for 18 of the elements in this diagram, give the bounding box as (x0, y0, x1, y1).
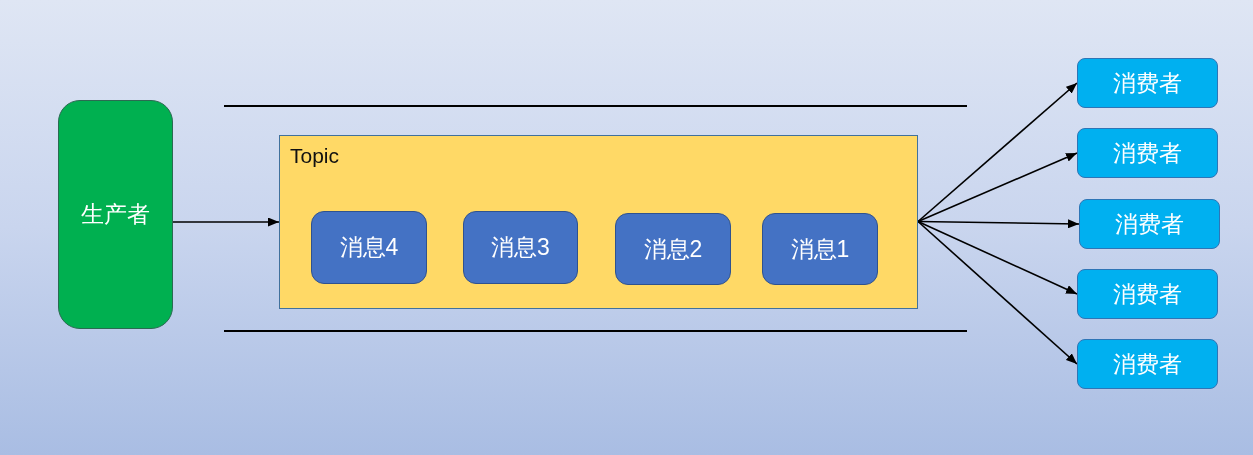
arrow (917, 220, 1078, 295)
message-box: 消息4 (311, 211, 427, 284)
arrow (917, 82, 1078, 223)
arrow (917, 152, 1078, 223)
arrow (917, 219, 1080, 229)
message-box: 消息1 (762, 213, 878, 285)
consumer-box: 消费者 (1077, 339, 1218, 389)
arrow (172, 217, 280, 227)
producer-box: 生产者 (58, 100, 173, 329)
consumer-box: 消费者 (1077, 269, 1218, 319)
consumer-box: 消费者 (1079, 199, 1220, 249)
consumer-box: 消费者 (1077, 58, 1218, 108)
arrow (917, 220, 1078, 365)
message-box: 消息3 (463, 211, 578, 284)
box-heading: Topic (290, 144, 340, 168)
topic-box (279, 135, 918, 309)
message-box: 消息2 (615, 213, 731, 285)
consumer-box: 消费者 (1077, 128, 1218, 178)
